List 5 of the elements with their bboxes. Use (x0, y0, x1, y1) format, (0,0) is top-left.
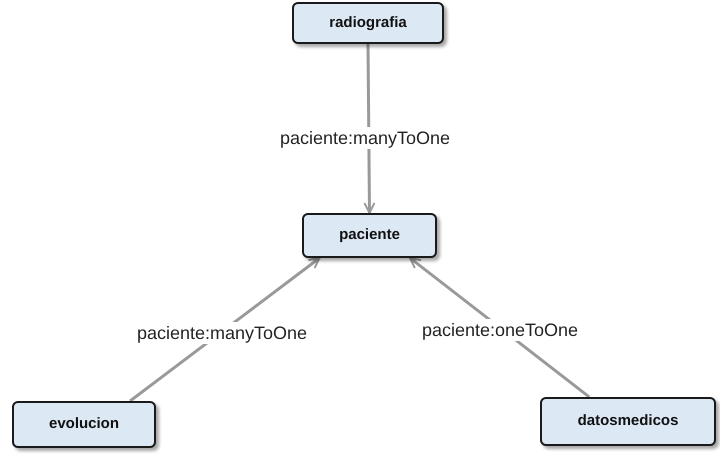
arrow (363, 44, 376, 214)
class-box: datosmedicos (540, 397, 716, 446)
class-box: paciente (302, 213, 437, 258)
class-box: radiografia (292, 2, 444, 44)
class-box: evolucion (12, 401, 156, 448)
